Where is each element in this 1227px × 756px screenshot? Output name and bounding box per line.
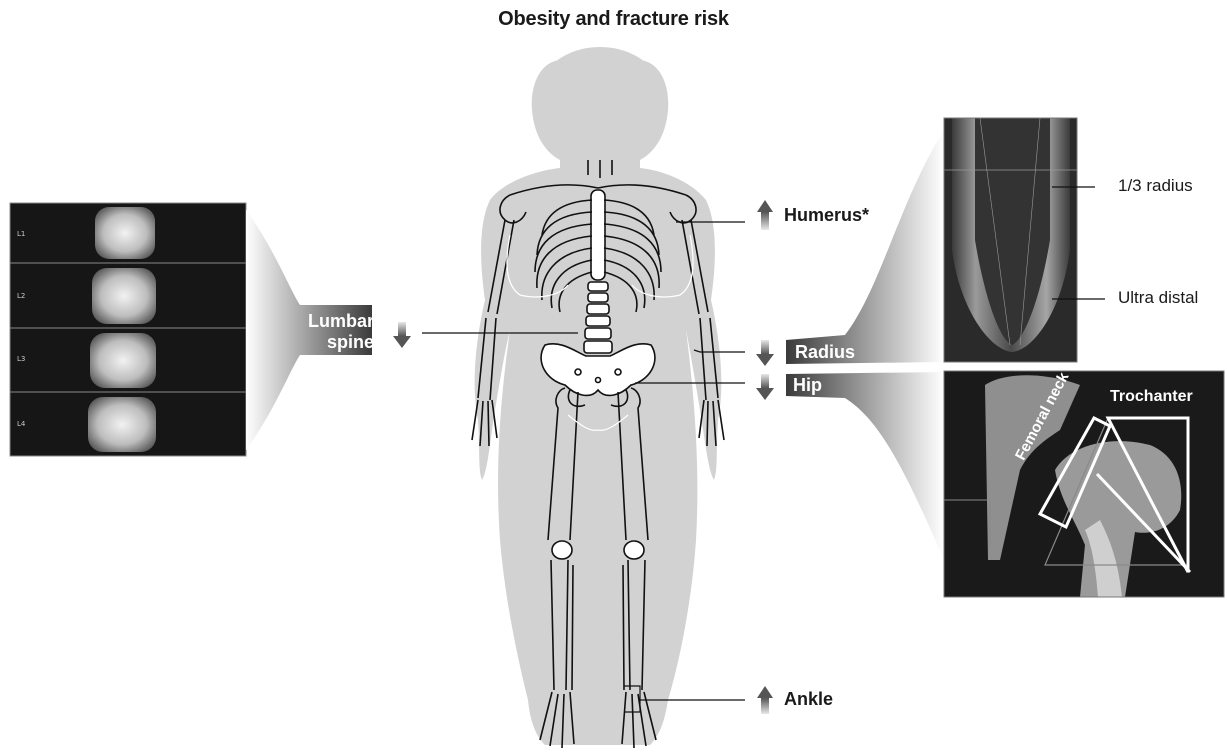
radius-fan [786,130,944,364]
lumbar-spine-label: Lumbar spine [306,311,374,353]
vertebra-label-l4: L4 [17,420,25,428]
lumbar-spine-label-line2: spine [306,332,374,353]
hip-label: Hip [793,375,822,396]
radius-down-arrow [756,340,774,366]
radius-label: Radius [795,342,855,363]
humerus-up-arrow [757,200,773,230]
vertebra-label-l2: L2 [17,292,25,300]
lumbar-spine-label-line1: Lumbar [306,311,374,332]
hip-down-arrow [756,374,774,400]
vertebra-label-l1: L1 [17,230,25,238]
ankle-label: Ankle [784,689,833,710]
humerus-label: Humerus* [784,205,869,226]
body-silhouette [475,47,722,745]
lumbar-spine-down-arrow [393,322,411,348]
ankle-up-arrow [757,686,773,714]
one-third-radius-label: 1/3 radius [1118,176,1193,196]
hip-fan [786,372,944,560]
spine-scan [10,203,246,456]
trochanter-label: Trochanter [1110,388,1193,406]
vertebra-label-l3: L3 [17,355,25,363]
radius-scan [944,118,1077,362]
ultra-distal-label: Ultra distal [1118,288,1198,308]
